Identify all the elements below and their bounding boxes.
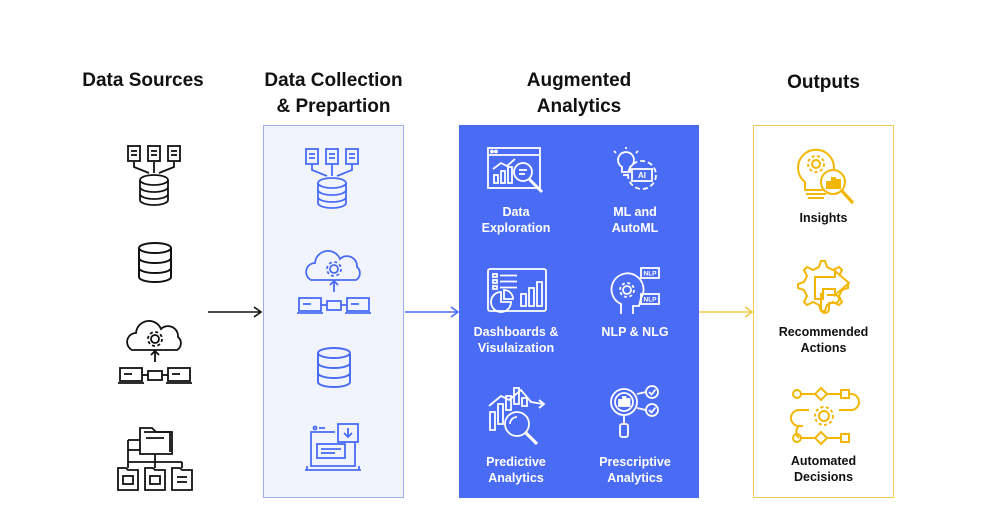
dashboards-label: Dashboards &Visulaization xyxy=(473,325,559,355)
svg-text:NLP: NLP xyxy=(644,271,658,278)
prescriptive-icon xyxy=(610,385,659,438)
laptop-download-icon xyxy=(305,423,361,471)
data-sources-title: Data Sources xyxy=(82,70,204,91)
data-exploration-icon xyxy=(487,147,544,194)
nlp-head-icon: NLP NLP xyxy=(610,267,660,314)
outputs-title: Outputs xyxy=(787,72,860,93)
svg-text:NLP: NLP xyxy=(644,297,658,304)
arrow-augmented-to-outputs xyxy=(699,306,754,318)
arrow-collection-to-augmented xyxy=(405,306,460,318)
database-icon xyxy=(317,347,351,388)
documents-database-icon xyxy=(305,148,359,209)
arrow-sources-to-collection xyxy=(208,306,263,318)
data-collection-title: Data Collection & Prepartion xyxy=(264,70,403,117)
automated-decisions-icon xyxy=(790,386,860,446)
database-icon xyxy=(138,242,172,283)
dashboard-icon xyxy=(487,268,547,313)
nlp-nlg-label: NLP & NLG xyxy=(601,325,669,339)
cloud-network-icon xyxy=(118,320,192,384)
predictive-chart-icon xyxy=(488,387,546,446)
documents-database-icon xyxy=(127,145,181,206)
insights-label: Insights xyxy=(799,211,848,225)
recommended-actions-icon xyxy=(797,260,851,314)
ml-ai-icon: AI xyxy=(613,147,657,190)
folder-hierarchy-icon xyxy=(117,427,193,491)
svg-text:AI: AI xyxy=(638,171,646,180)
cloud-network-icon xyxy=(297,250,371,314)
insights-bulb-icon xyxy=(797,148,855,205)
augmented-analytics-title: Augmented Analytics xyxy=(526,70,632,117)
